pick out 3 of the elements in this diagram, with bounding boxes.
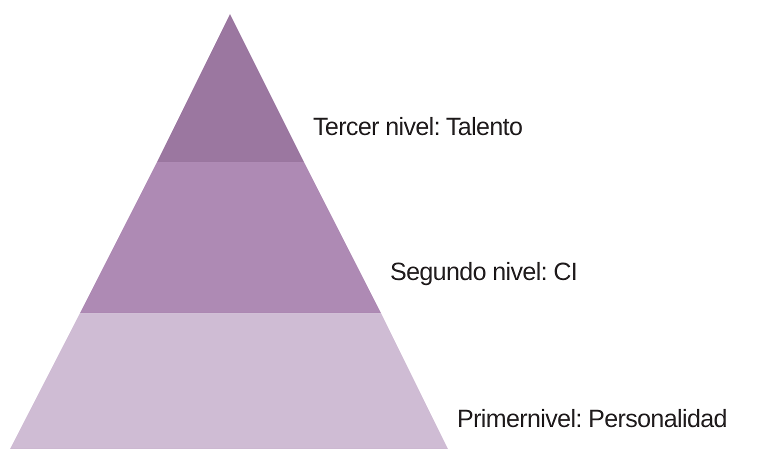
- tier-label: Segundo nivel: CI: [390, 257, 578, 287]
- tier-label: Tercer nivel: Talento: [313, 112, 522, 142]
- tier-label: Primernivel: Personalidad: [457, 404, 727, 434]
